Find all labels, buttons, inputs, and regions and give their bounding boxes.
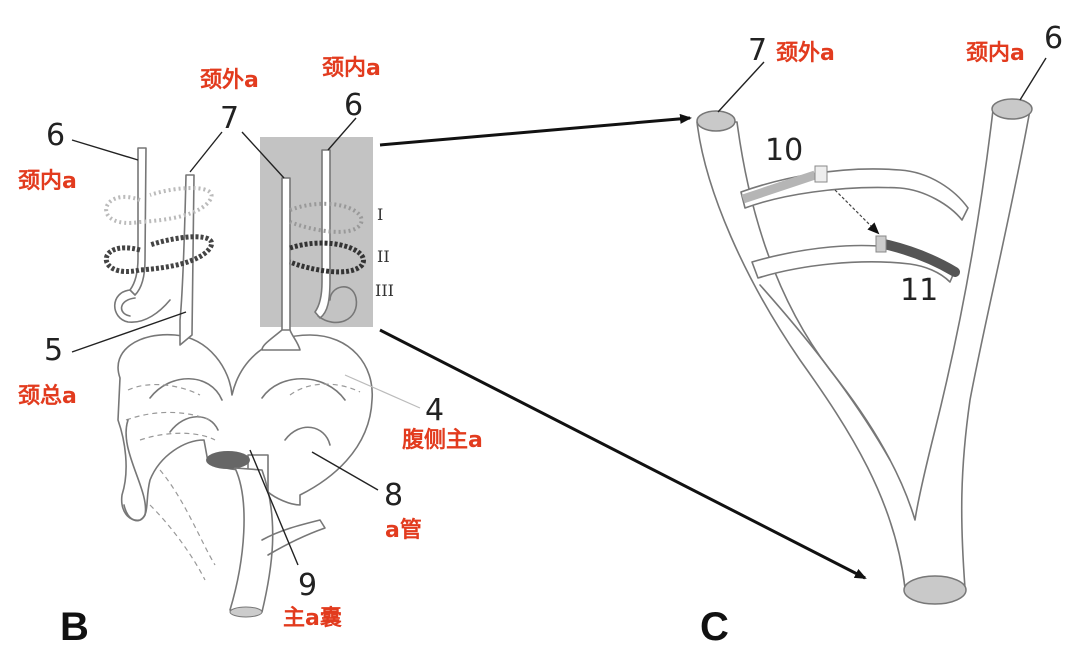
label-external-carotid: 颈外a — [200, 67, 259, 93]
left-arch-light — [104, 186, 214, 225]
arch-stub-right — [284, 426, 331, 446]
dashed-vessel-3 — [289, 383, 361, 396]
leader-7-right — [241, 131, 285, 179]
inner-fold-line — [759, 284, 891, 461]
label-internal-carotid-right: 颈内a — [322, 56, 381, 81]
label-num-7: 7 — [220, 101, 239, 136]
leader-9 — [249, 449, 299, 566]
arch-inner-right — [261, 378, 346, 401]
highlight-box — [260, 137, 373, 327]
dashed-vessel-6 — [149, 504, 206, 581]
label-num-6-right: 6 — [344, 88, 363, 123]
leader-4 — [344, 374, 421, 409]
leader-6-left — [71, 139, 139, 161]
zoom-arrow-top — [379, 113, 692, 147]
label-internal-carotid-left: 颈内a — [18, 169, 77, 194]
arch-stub-left — [169, 416, 219, 433]
arch-inner-left — [149, 378, 223, 401]
label-common-carotid: 颈总a — [18, 383, 77, 409]
leader-5 — [71, 311, 187, 353]
segment-11 — [879, 239, 960, 277]
aorta-cut-end — [229, 606, 263, 618]
carotid-bifurcation — [696, 109, 1031, 589]
left-internal-carotid — [129, 147, 147, 296]
panel-label-c: C — [700, 605, 729, 649]
label-ventral-aorta: 腹侧主a — [402, 427, 483, 453]
label-num-6-left: 6 — [46, 118, 65, 153]
right-loop — [317, 286, 358, 324]
panel-c-drawing: 7 颈外a 颈内a 6 10 11 C — [696, 21, 1063, 649]
left-loop — [114, 289, 171, 323]
left-arch-dark — [103, 234, 215, 274]
zoom-arrow-bottom — [379, 328, 867, 580]
segment-10-cap — [814, 165, 828, 183]
label-c-num-10: 10 — [765, 133, 803, 168]
right-arch-light — [289, 201, 364, 234]
dashed-vessel-2 — [125, 411, 211, 421]
external-carotid-cap — [696, 110, 736, 132]
right-common-carotid — [261, 329, 301, 351]
label-c-num-11: 11 — [900, 273, 938, 308]
leader-8 — [311, 451, 379, 491]
panel-b-drawing: I II III 6 颈内a 颈外a 7 颈内a 6 5 颈总a 4 腹侧主a … — [18, 56, 483, 649]
leader-6-right — [327, 117, 357, 151]
roman-label-i: I — [377, 205, 383, 224]
right-external-carotid — [281, 177, 291, 333]
dashed-vessel-1 — [127, 384, 201, 396]
left-tail — [123, 419, 147, 522]
leader-c-6 — [1019, 57, 1047, 101]
panel-label-b: B — [60, 605, 89, 649]
leader-7-left — [189, 131, 223, 173]
label-num-9: 9 — [298, 568, 317, 603]
upper-connecting-vessel — [740, 168, 969, 221]
segment-10 — [741, 170, 817, 204]
label-c-num-7: 7 — [748, 33, 767, 68]
roman-label-iii: III — [375, 281, 394, 300]
lower-branch-right — [261, 519, 326, 556]
common-carotid-cap — [903, 575, 967, 605]
label-c-num-6: 6 — [1044, 21, 1063, 56]
label-num-5: 5 — [44, 333, 63, 368]
label-c-external-carotid: 颈外a — [776, 40, 835, 66]
segment-arrow — [834, 189, 880, 235]
leader-c-7 — [717, 61, 765, 113]
label-aortic-sac: 主a囊 — [283, 605, 342, 631]
label-num-8: 8 — [384, 478, 403, 513]
roman-label-ii: II — [377, 247, 390, 266]
label-c-internal-carotid: 颈内a — [966, 41, 1025, 66]
left-loop-inner — [120, 297, 136, 317]
label-arterial-duct: a管 — [385, 517, 422, 543]
segment-11-cap — [875, 235, 887, 253]
dashed-vessel-5 — [159, 469, 216, 566]
aortic-sac-opening — [206, 451, 250, 469]
internal-carotid-cap — [991, 98, 1033, 120]
label-num-4: 4 — [425, 393, 444, 428]
right-arch-dark — [289, 240, 366, 275]
